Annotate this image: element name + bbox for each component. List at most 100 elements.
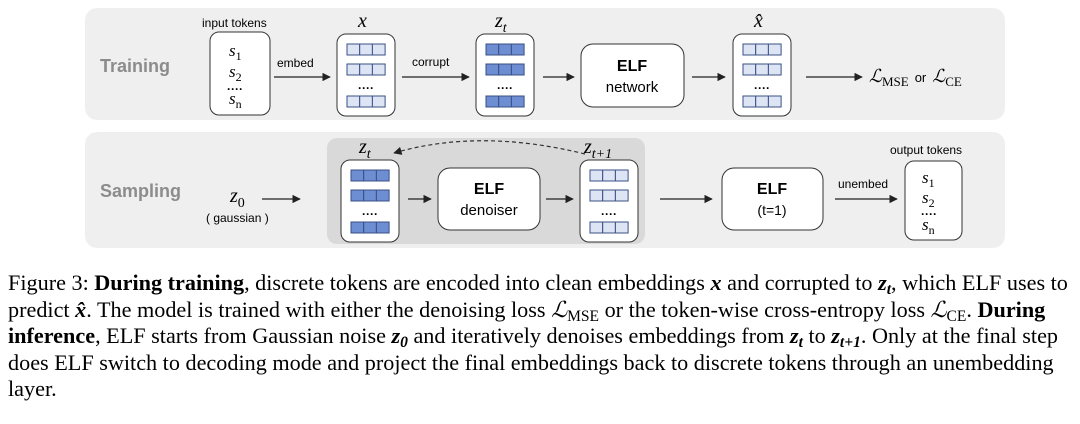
elf-denoiser-title: ELF <box>474 181 504 198</box>
training-panel: Training input tokens s1 s2 ···· sn embe… <box>85 8 1005 120</box>
sampling-zt-stack-cell <box>350 169 365 182</box>
x-embedding-stack-cell <box>346 63 361 76</box>
x-embedding-stack-cell <box>359 63 373 76</box>
loss-or: or <box>915 70 927 85</box>
zt-embedding-stack-cell <box>498 43 512 56</box>
input-token-1: s <box>229 41 236 60</box>
svg-text:zt: zt <box>494 10 508 36</box>
elf-network-box <box>580 43 685 108</box>
zt1-stack-cell <box>614 189 629 202</box>
output-token-1: s <box>922 168 929 187</box>
x-embedding-stack-cell <box>371 43 386 56</box>
x-embedding-stack-cell <box>346 43 361 56</box>
xhat-embedding-stack-cell <box>742 95 757 108</box>
sampling-zt-stack-cell <box>363 221 377 234</box>
zt-embedding-stack-cell <box>485 63 500 76</box>
zt1-stack-cell <box>614 221 629 234</box>
training-label: Training <box>100 56 170 76</box>
zt1-stack-cell <box>589 169 604 182</box>
xhat-embedding-stack: ···· <box>732 33 792 117</box>
xhat-embedding-stack-dots: ···· <box>754 81 770 95</box>
x-label: x <box>357 10 367 32</box>
zt-embedding-stack-cell <box>485 43 500 56</box>
sampling-zt-stack-cell <box>363 169 377 182</box>
sampling-zt-label-sub: t <box>367 147 372 162</box>
svg-text:zt: zt <box>358 136 372 162</box>
zt-label-sub: t <box>503 21 508 36</box>
x-embedding-stack-cell <box>346 95 361 108</box>
zt-embedding-stack-cell <box>510 95 525 108</box>
output-token-n-sub: n <box>929 223 935 237</box>
zt1-label: z <box>583 136 592 158</box>
loss-ce-sub: CE <box>945 74 962 89</box>
input-token-n: s <box>229 89 236 108</box>
output-token-2-sub: 2 <box>929 196 935 210</box>
sampling-zt-stack-cell <box>375 221 390 234</box>
x-embedding-stack-cell <box>371 95 386 108</box>
svg-text:zt+1: zt+1 <box>583 136 612 162</box>
embed-label: embed <box>277 56 314 70</box>
zt-embedding-stack-cell <box>498 95 512 108</box>
zt1-stack-cell <box>602 169 616 182</box>
xhat-embedding-stack-cell <box>742 43 757 56</box>
svg-text:z0: z0 <box>229 185 245 211</box>
sampling-zt-label: z <box>358 136 367 158</box>
input-token-1-sub: 1 <box>236 49 242 63</box>
zt1-stack-cell <box>602 221 616 234</box>
sampling-zt-stack: ···· <box>340 159 400 243</box>
input-token-box: s1 s2 ···· sn <box>209 31 271 116</box>
zt1-label-sub: t+1 <box>592 147 612 162</box>
x-embedding-stack-dots: ···· <box>358 81 374 95</box>
gaussian-note: ( gaussian ) <box>206 211 269 225</box>
xhat-embedding-stack-cell <box>755 95 769 108</box>
zt1-stack-cell <box>614 169 629 182</box>
zt-embedding-stack-cell <box>498 63 512 76</box>
x-embedding-stack-cell <box>359 43 373 56</box>
zt-label: z <box>494 10 503 32</box>
elf-network-sub: network <box>606 79 659 96</box>
z0-label-sub: 0 <box>238 196 245 211</box>
xhat-embedding-stack-cell <box>767 63 782 76</box>
x-embedding-stack: ···· <box>336 33 396 117</box>
output-token-1-sub: 1 <box>929 176 935 190</box>
xhat-embedding-stack-cell <box>755 63 769 76</box>
figure-caption: Figure 3: During training, discrete toke… <box>8 270 1068 401</box>
zt1-stack-cell <box>589 189 604 202</box>
xhat-embedding-stack-cell <box>767 95 782 108</box>
zt-embedding-stack-cell <box>485 95 500 108</box>
elf-network-title: ELF <box>617 58 647 75</box>
zt-embedding-stack-cell <box>510 43 525 56</box>
svg-text:sn: sn <box>922 215 935 237</box>
elf-denoiser-sub: denoiser <box>460 202 518 219</box>
xhat-embedding-stack-cell <box>742 63 757 76</box>
elf-final-title: ELF <box>757 181 787 198</box>
zt1-stack-dots: ···· <box>601 207 617 221</box>
svg-text:s1: s1 <box>229 41 242 63</box>
sampling-zt-stack-cell <box>350 189 365 202</box>
sampling-zt-stack-cell <box>350 221 365 234</box>
output-token-2: s <box>922 188 929 207</box>
xhat-label: x̂ <box>753 10 763 32</box>
input-token-n-sub: n <box>236 97 242 111</box>
svg-text:s2: s2 <box>229 62 242 84</box>
sampling-zt-stack-cell <box>375 169 390 182</box>
corrupt-label: corrupt <box>412 55 450 69</box>
input-tokens-label: input tokens <box>202 16 267 30</box>
sampling-zt-stack-cell <box>375 189 390 202</box>
loss-ce-symbol: ℒ <box>932 66 946 86</box>
input-token-2: s <box>229 62 236 81</box>
zt1-stack: ···· <box>579 159 639 243</box>
elf-final-box <box>721 167 824 231</box>
svg-text:sn: sn <box>229 89 242 111</box>
sampling-zt-stack-dots: ···· <box>362 207 378 221</box>
svg-text:s2: s2 <box>922 188 935 210</box>
elf-denoiser-box <box>437 167 541 231</box>
input-token-2-sub: 2 <box>236 70 242 84</box>
sampling-panel: Sampling z0 ( gaussian ) zt ···· ELF den… <box>85 132 1005 248</box>
loss-mse-sub: MSE <box>882 74 909 89</box>
output-token-dots: ···· <box>921 207 937 221</box>
xhat-embedding-stack-cell <box>767 43 782 56</box>
zt-embedding-stack-dots: ···· <box>497 81 513 95</box>
elf-final-sub: (t=1) <box>757 202 786 218</box>
